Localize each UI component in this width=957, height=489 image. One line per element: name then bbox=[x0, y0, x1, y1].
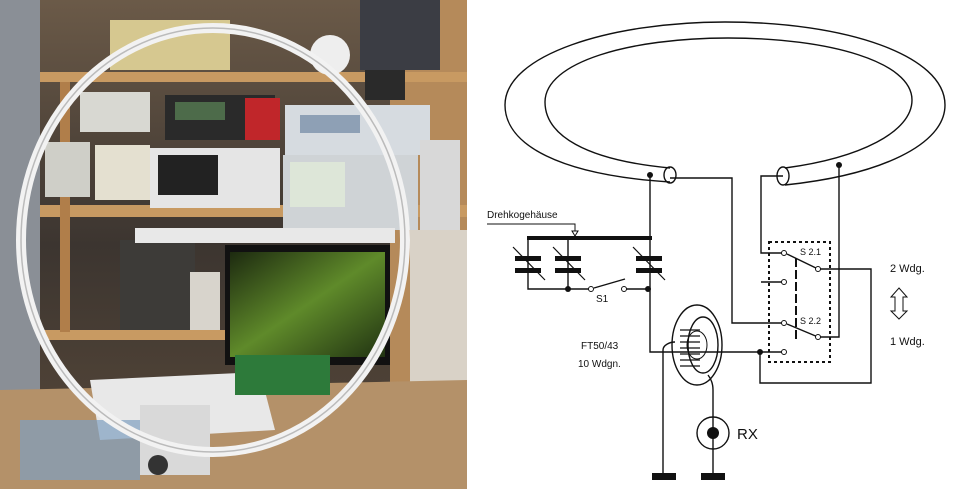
switch21-label: S 2.1 bbox=[800, 247, 821, 257]
switch-s2-box bbox=[768, 241, 831, 363]
one-turn-label: 1 Wdg. bbox=[890, 336, 925, 348]
switch-s1 bbox=[593, 278, 626, 289]
rx-label: RX bbox=[737, 426, 758, 443]
capacitor-bus bbox=[527, 236, 652, 240]
switch1-label: S1 bbox=[596, 294, 609, 305]
capacitor-housing-label: Drehkogehäuse bbox=[487, 210, 558, 221]
loop-outer bbox=[504, 21, 946, 186]
ground-symbol bbox=[652, 473, 676, 480]
loop-end-left bbox=[663, 166, 677, 184]
loop-antenna-schematic: Drehkogehäuse S1 FT50/43 10 Wdgn. RX S 2… bbox=[487, 21, 946, 480]
antenna-photo bbox=[0, 0, 467, 489]
toroid bbox=[671, 304, 723, 386]
double-arrow-icon bbox=[889, 287, 909, 320]
toroid-core-label: FT50/43 bbox=[581, 341, 619, 352]
toroid-turns-label: 10 Wdgn. bbox=[578, 359, 621, 370]
switch22-label: S 2.2 bbox=[800, 316, 821, 326]
rx-connector bbox=[696, 416, 730, 450]
ground-symbol bbox=[701, 473, 725, 480]
two-turns-label: 2 Wdg. bbox=[890, 263, 925, 275]
loop-inner bbox=[544, 37, 913, 169]
